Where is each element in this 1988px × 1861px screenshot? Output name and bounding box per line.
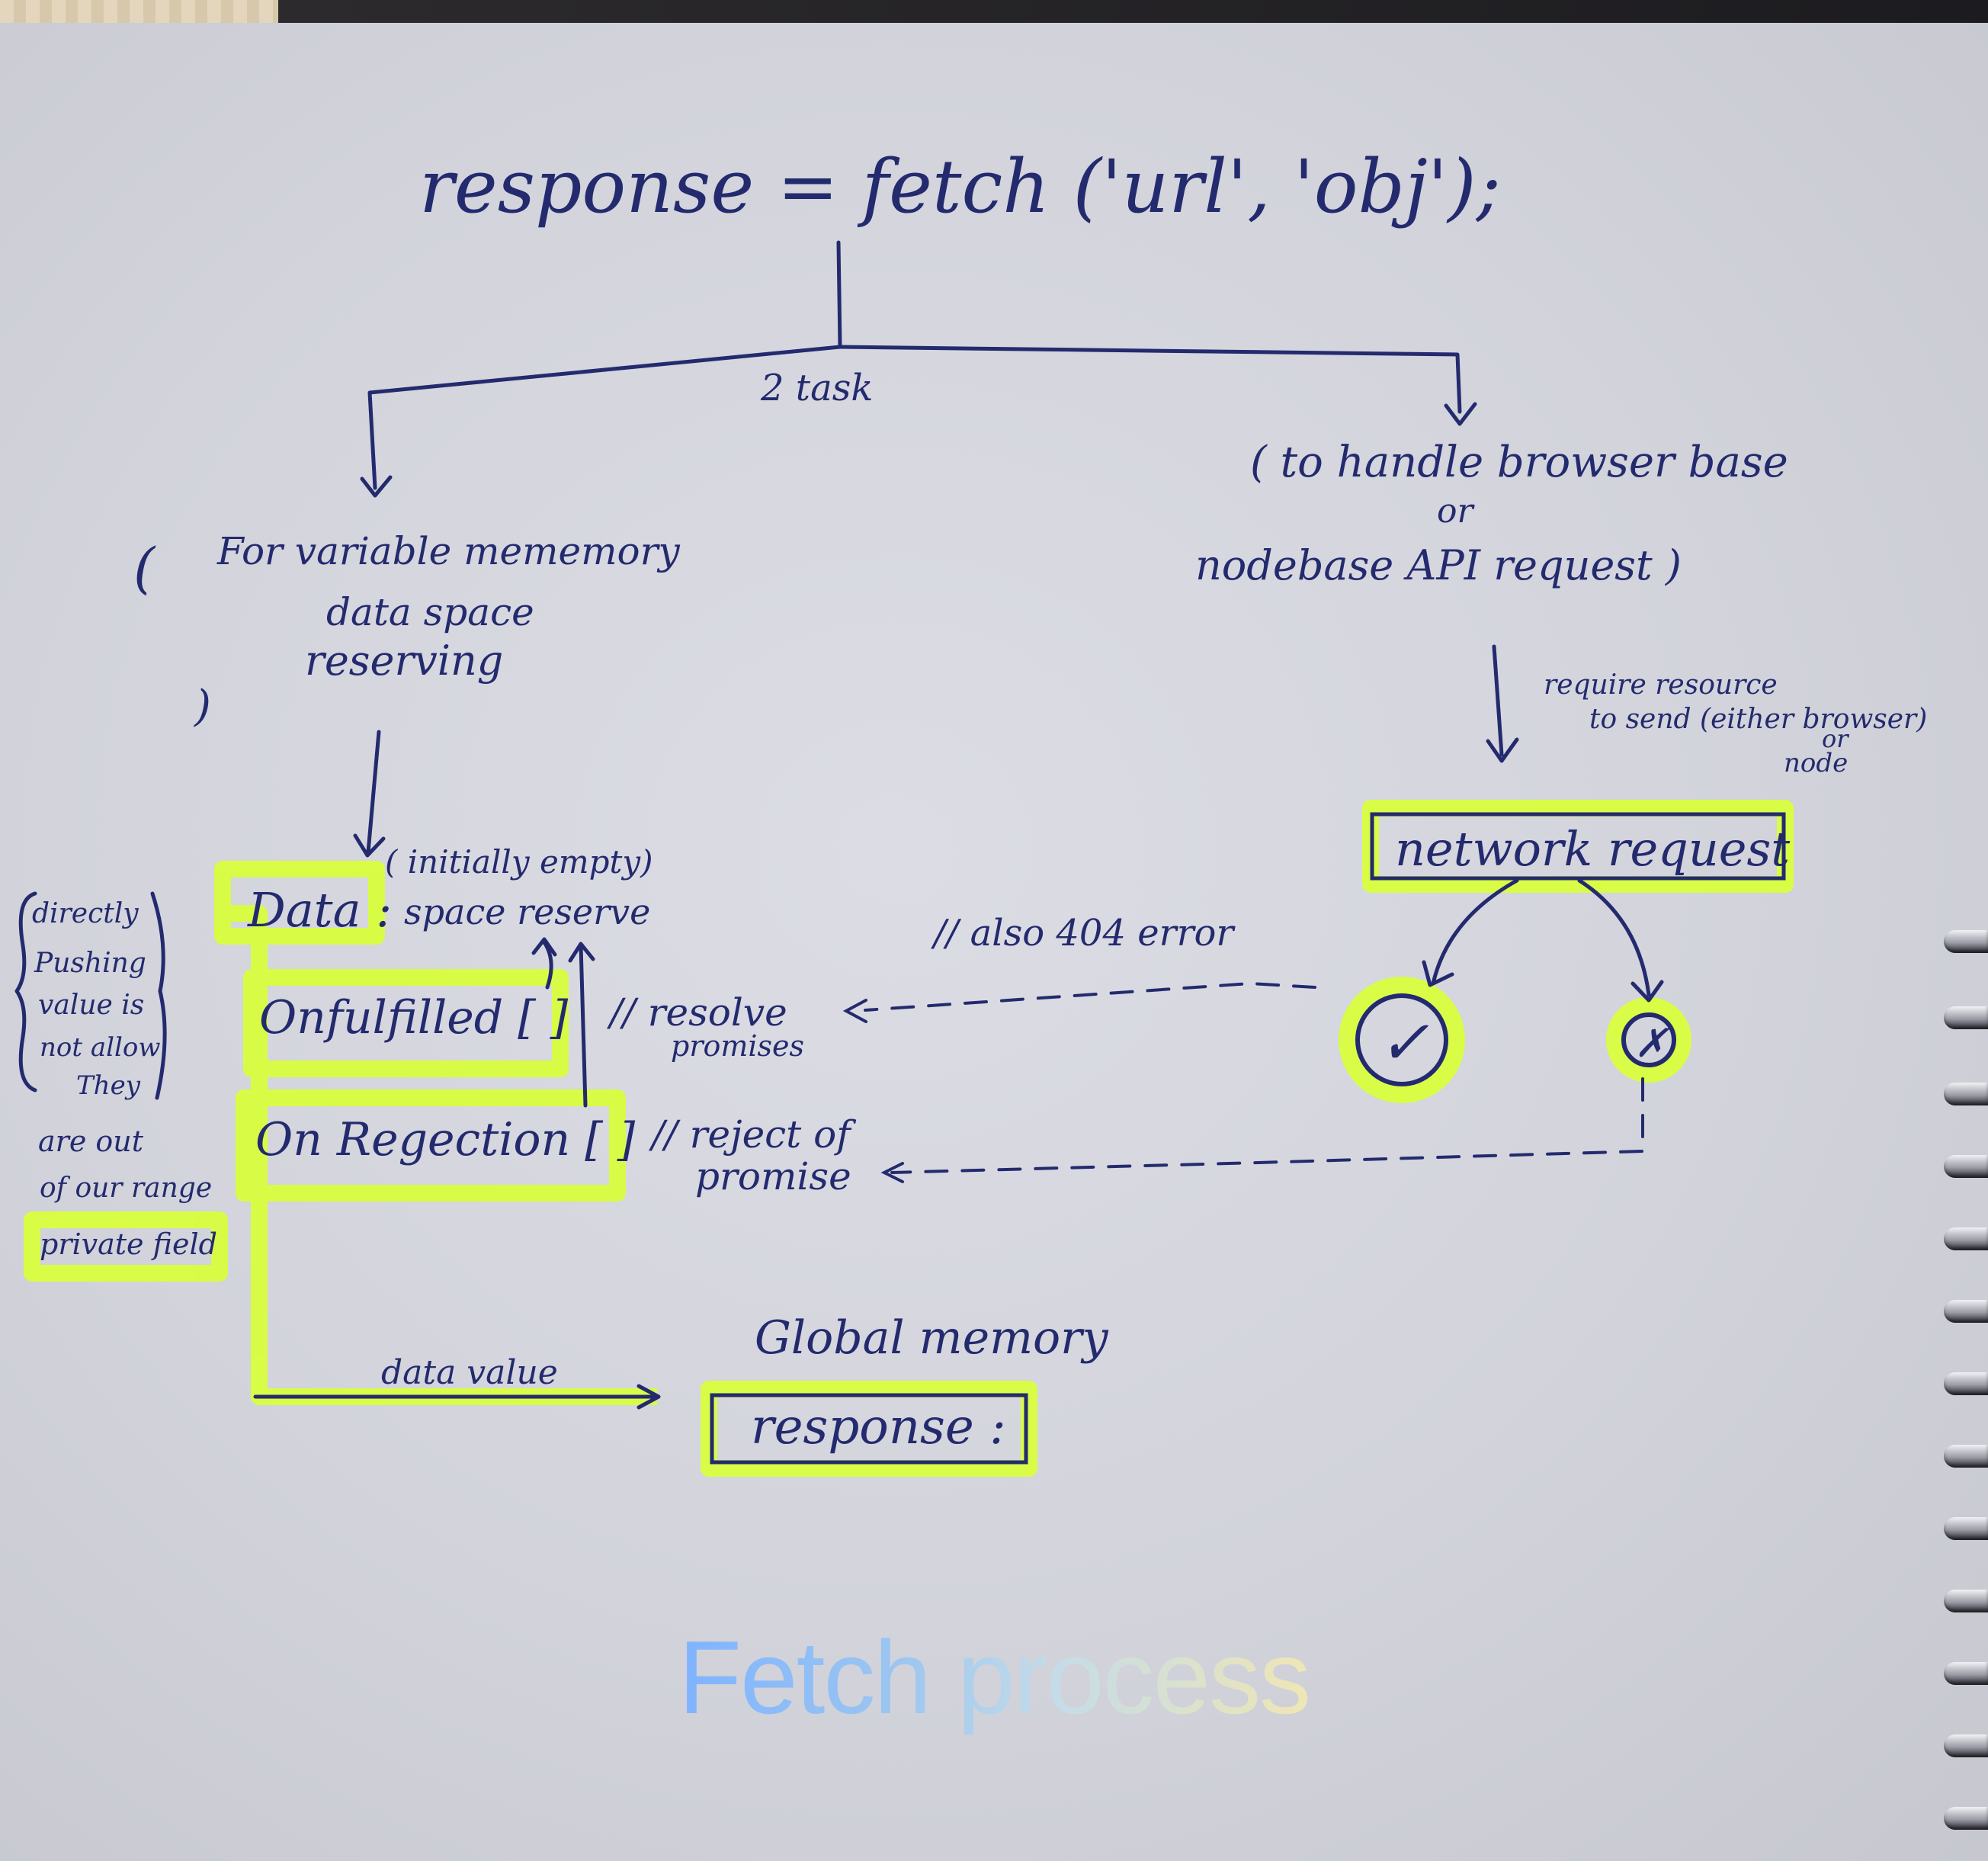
reject-note-2: promise [695,1154,851,1198]
success-circle [1355,993,1448,1086]
highlight-data [214,861,385,945]
left-open-paren: ( [133,536,156,600]
left-close-paren: ) [194,682,211,731]
highlight-private-field [24,1211,228,1282]
spiral-ring [1944,1807,1988,1830]
space-reserve: space reserve [404,891,650,932]
right-branch-line-1: ( to handle browser base [1250,438,1788,487]
reject-arrowhead [880,1162,904,1183]
resource-note-1: require resource [1544,669,1778,701]
arrow-to-data [353,730,386,858]
left-branch-line-2: data space [326,590,534,634]
caption: Fetch process [0,1616,1988,1738]
private-note-6: are out [38,1125,144,1158]
response-box-label: response : [751,1399,1006,1455]
highlight-failure [1606,997,1691,1083]
right-branch-line-2: or [1437,492,1475,531]
memory-note: ( initially empty) [385,843,653,881]
arrow-to-failure [1577,878,1664,1003]
dashed-arrowheads [842,999,904,1183]
branch-left [367,345,842,490]
right-branch-line-3: nodebase API request ) [1195,541,1682,589]
dashed-paths [864,981,1644,1174]
reject-note-1: // reject of [649,1112,856,1157]
arrow-to-network [1486,644,1519,763]
arrow-data-value [253,1384,661,1410]
spiral-ring [1944,1083,1988,1105]
failure-symbol: ✗ [1634,1021,1669,1067]
branch-label: 2 task [760,367,873,409]
spiral-ring [1944,930,1988,953]
private-brace [14,891,37,1093]
success-symbol: ✓ [1378,1007,1429,1078]
left-branch-line-1: For variable mememory [216,529,681,573]
private-note-4: not allow [40,1032,160,1063]
highlight-response [701,1381,1037,1477]
arrow-to-success [1422,878,1519,987]
also-error-note: // also 404 error [931,912,1236,955]
spiral-ring [1944,1300,1988,1323]
spiral-ring [1944,1445,1988,1468]
dash-success-to-resolve [864,981,1316,1012]
resource-note-4: node [1784,748,1848,778]
global-memory-label: Global memory [755,1311,1109,1365]
caption-text: Fetch process [678,1619,1311,1735]
spiral-ring [1944,1155,1988,1178]
data-field: Data : [247,882,392,938]
ink-boxes [710,812,1786,1465]
arrow-right-head [1444,402,1477,426]
spiral-ring [1944,1006,1988,1029]
left-branch-line-3: reserving [305,637,503,685]
private-note-7: of our range [40,1173,212,1204]
branch-right [838,345,1462,414]
private-field-label: private field [40,1227,217,1261]
network-request-box [1370,812,1786,881]
private-note-5: They [76,1070,141,1101]
resource-note-2: to send (either browser) [1589,704,1927,735]
spiral-ring [1944,1734,1988,1757]
private-note-1: directly [32,898,139,929]
arrow-up-onrejection [568,942,595,1108]
dash-failure-to-reject [890,1077,1644,1174]
private-note-2: Pushing [34,948,146,979]
arrow-left-head [360,475,393,498]
failure-circle [1621,1012,1676,1067]
resolve-note-2: promises [671,1029,804,1063]
response-box-outline [710,1393,1028,1465]
spiral-ring [1944,1662,1988,1685]
resource-note-3: or [1822,724,1849,753]
resolve-arrowhead [842,999,867,1023]
arrow-up-onfulfilled [531,937,557,990]
highlight-success [1339,977,1465,1103]
connectors [14,240,1664,1410]
network-request-label: network request [1395,821,1790,877]
onfulfilled-field: Onfulfilled [ ] [259,991,569,1044]
spiral-ring [1944,1590,1988,1612]
data-value-label: data value [381,1353,558,1392]
spiral-ring [1944,1372,1988,1395]
private-note-3: value is [38,990,144,1021]
spiral-ring [1944,1517,1988,1540]
resolve-note-1: // resolve [607,990,787,1035]
fetch-stem [836,240,842,349]
highlight-onrejection [236,1089,626,1202]
fetch-expression: response = fetch ('url', 'obj'); [419,144,1501,229]
onrejection-field: On Regection [ ] [255,1113,636,1166]
spiral-ring [1944,1227,1988,1250]
private-brace-close [150,891,167,1100]
